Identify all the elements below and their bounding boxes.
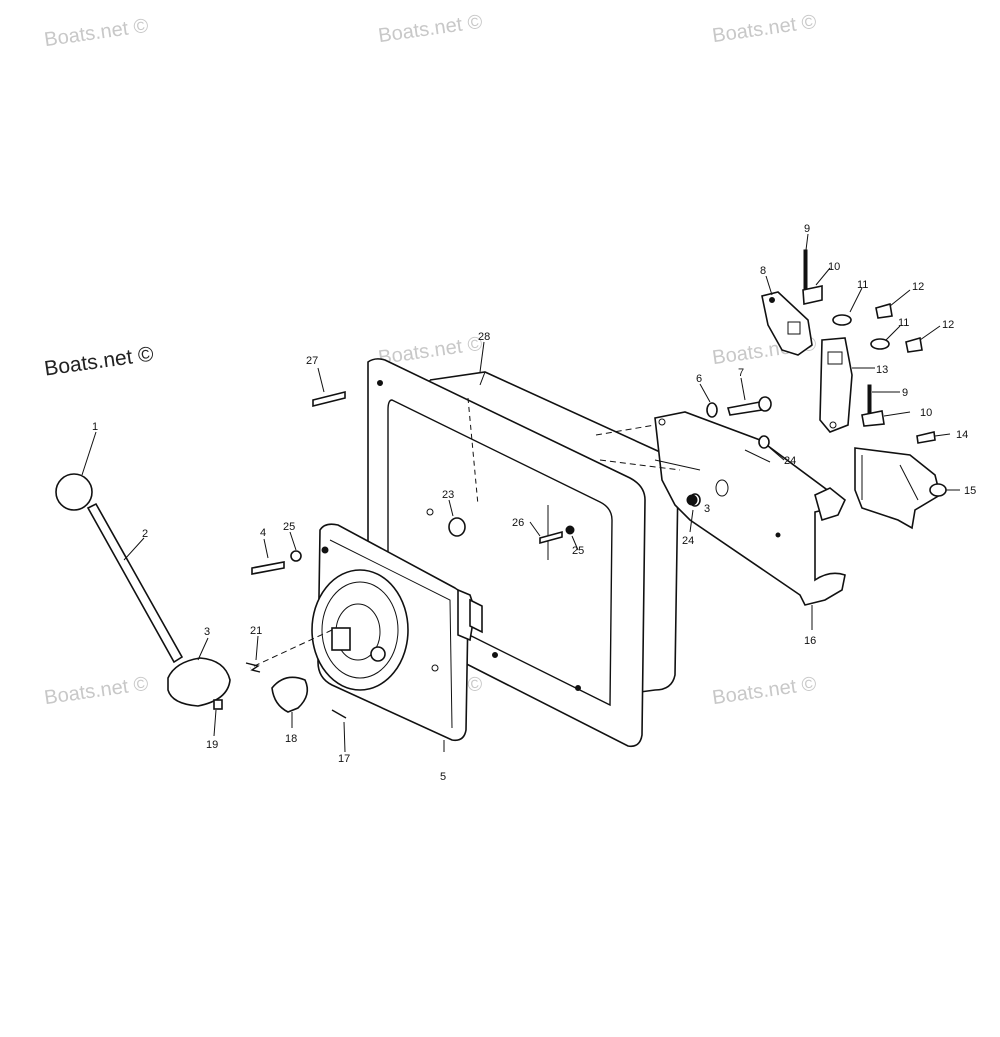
callout-26: 26 — [512, 517, 524, 529]
detent-cam — [271, 676, 309, 713]
callout-24: 24 — [682, 535, 694, 547]
mounting-bracket — [654, 411, 846, 606]
callout-15: 15 — [964, 485, 976, 497]
callout-7: 7 — [738, 367, 744, 379]
hardware — [251, 249, 936, 575]
callout-24: 24 — [784, 455, 796, 467]
control-head-plate — [311, 523, 483, 742]
callout-16: 16 — [804, 635, 816, 647]
callout-3: 3 — [204, 626, 210, 638]
callout-4: 4 — [260, 527, 266, 539]
callout-9: 9 — [804, 223, 810, 235]
callout-3: 3 — [704, 503, 710, 515]
callout-17: 17 — [338, 753, 350, 765]
connecting-link — [819, 337, 853, 433]
callout-25: 25 — [572, 545, 584, 557]
callout-8: 8 — [760, 265, 766, 277]
callout-25: 25 — [283, 521, 295, 533]
callout-11: 11 — [857, 279, 868, 291]
callout-12: 12 — [912, 281, 924, 293]
roll-pin — [331, 709, 347, 719]
cable-clamp — [814, 447, 947, 530]
callout-23: 23 — [442, 489, 454, 501]
callout-11: 11 — [898, 317, 909, 329]
callout-19: 19 — [206, 739, 218, 751]
callout-1: 1 — [92, 421, 98, 433]
callout-10: 10 — [920, 407, 932, 419]
callout-13: 13 — [876, 364, 888, 376]
callout-27: 27 — [306, 355, 318, 367]
lever-handle — [55, 473, 184, 664]
callout-9: 9 — [902, 387, 908, 399]
leader-lines — [81, 233, 960, 753]
callout-14: 14 — [956, 429, 968, 441]
callout-12: 12 — [942, 319, 954, 331]
retaining-clip — [245, 662, 261, 673]
callout-labels: 1 2 3 3 4 5 6 7 8 9 9 10 10 11 11 12 12 … — [92, 223, 976, 783]
callout-10: 10 — [828, 261, 840, 273]
callout-6: 6 — [696, 373, 702, 385]
callout-28: 28 — [478, 331, 490, 343]
lever-hub — [167, 657, 231, 710]
callout-18: 18 — [285, 733, 297, 745]
callout-5: 5 — [440, 771, 446, 783]
lever-plate — [761, 291, 813, 356]
callout-2: 2 — [142, 528, 148, 540]
callout-21: 21 — [250, 625, 262, 637]
